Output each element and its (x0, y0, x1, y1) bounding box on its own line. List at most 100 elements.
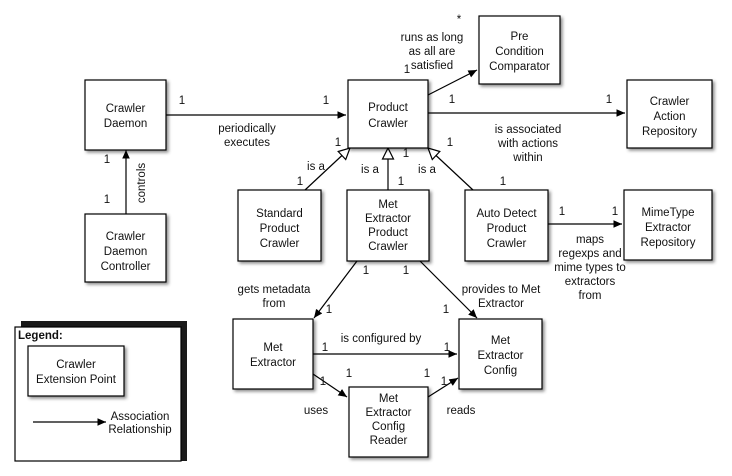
mult-extractor-uses: 1 (320, 376, 326, 388)
is-configured-by-label: is configured by (341, 333, 422, 345)
config-reader-label-3: Config (372, 421, 405, 433)
met-crawler-label-2: Extractor (365, 213, 411, 225)
pre-condition-label-2: Condition (495, 46, 544, 58)
maps-regexps-label-2: regexps and (558, 248, 621, 260)
provides-to-label-2: Extractor (478, 298, 524, 310)
edge-crawler-to-met-extractor (313, 260, 358, 319)
runs-as-long-label-1: runs as long (401, 32, 464, 44)
edge-product-crawler-to-precondition (427, 69, 478, 96)
legend-title: Legend: (18, 330, 63, 342)
crawler-daemon-label-2: Daemon (104, 118, 147, 130)
legend-extension-label-2: Extension Point (36, 374, 117, 386)
periodically-executes-label-2: executes (224, 137, 270, 149)
edge-crawler-to-config (419, 260, 478, 319)
met-extractor-config-box (458, 318, 543, 390)
mult-crawler-action: 1 (449, 94, 455, 106)
mult-crawler-isa-right: 1 (447, 137, 453, 149)
met-extractor-product-crawler-box (346, 189, 430, 262)
mimetype-repo-label-3: Repository (641, 237, 696, 249)
action-repo-label-3: Repository (642, 126, 697, 138)
periodically-executes-label-1: periodically (218, 123, 276, 135)
gets-metadata-label-2: from (263, 298, 286, 310)
connectors (122, 69, 625, 398)
met-crawler-label-4: Crawler (368, 241, 408, 253)
mult-auto-maps: 1 (559, 206, 565, 218)
multiplicity-labels: 1 1 1 1 1 1 1 1 1 1 1 1 1 1 1 1 1 1 1 1 … (104, 64, 618, 388)
action-repo-label-1: Crawler (650, 96, 690, 108)
crawler-daemon-controller-box (84, 213, 167, 283)
maps-regexps-label-1: maps (576, 234, 604, 246)
config-reader-label-1: Met (379, 393, 399, 405)
mult-daemon-out: 1 (179, 95, 185, 107)
action-repo-label-2: Action (654, 111, 686, 123)
mult-crawler-gets: 1 (363, 265, 369, 277)
standard-product-crawler-box (237, 189, 322, 262)
mult-mimetype-maps: 1 (612, 206, 618, 218)
crawler-daemon-label-1: Crawler (106, 103, 146, 115)
runs-as-long-label-2: as all are (409, 46, 456, 58)
mult-action-repo: 1 (606, 94, 612, 106)
relationship-labels: periodically executes runs as long as all … (136, 14, 626, 417)
edge-standard-isa (304, 148, 350, 191)
pre-condition-comparator-box (478, 15, 561, 85)
mult-config-reads: 1 (441, 376, 447, 388)
mult-auto-isa: 1 (500, 176, 506, 188)
is-associated-label-1: is associated (495, 124, 561, 136)
config-reader-label-2: Extractor (365, 407, 411, 419)
mult-reader-uses: 1 (346, 368, 352, 380)
mult-config-provides: 1 (443, 304, 449, 316)
standard-crawler-label-1: Standard (256, 208, 303, 220)
is-a-label-met: is a (361, 164, 380, 176)
extractor-config-label-1: Met (491, 335, 511, 347)
auto-detect-label-2: Product (487, 223, 527, 235)
daemon-controller-label-1: Crawler (106, 231, 146, 243)
mult-standard-isa: 1 (297, 176, 303, 188)
legend-extension-label-1: Crawler (56, 359, 96, 371)
auto-detect-label-1: Auto Detect (476, 208, 537, 220)
maps-regexps-label-5: from (579, 290, 602, 302)
auto-detect-product-crawler-box (464, 189, 549, 262)
product-crawler-label-2: Crawler (368, 118, 408, 130)
extractor-config-label-3: Config (484, 365, 517, 377)
mimetype-repo-label-1: MimeType (641, 207, 694, 219)
standard-crawler-label-2: Product (260, 223, 300, 235)
mult-extractor-gets: 1 (326, 304, 332, 316)
mult-crawler-in: 1 (323, 95, 329, 107)
edge-autodetect-isa (428, 148, 474, 191)
legend-association-label-1: Association (111, 411, 170, 423)
controls-label: controls (136, 163, 148, 204)
mult-extractor-configured: 1 (322, 342, 328, 354)
mult-crawler-isa-left: 1 (335, 137, 341, 149)
mult-daemon-controls: 1 (104, 154, 110, 166)
mult-crawler-isa-mid: 1 (403, 148, 409, 160)
auto-detect-label-3: Crawler (487, 238, 527, 250)
met-crawler-label-3: Product (368, 227, 408, 239)
extractor-config-label-2: Extractor (477, 350, 523, 362)
met-extractor-box (232, 318, 314, 390)
gets-metadata-label-1: gets metadata (238, 284, 311, 296)
runs-as-long-label-3: satisfied (411, 60, 453, 72)
crawler-action-repository-box (626, 79, 713, 149)
is-associated-label-2: with actions (497, 138, 558, 150)
product-crawler-label-1: Product (368, 102, 408, 114)
pre-condition-label-1: Pre (511, 31, 529, 43)
config-reader-label-4: Reader (370, 435, 408, 447)
maps-regexps-label-3: mime types to (554, 262, 626, 274)
asterisk-marker: * (457, 14, 462, 26)
